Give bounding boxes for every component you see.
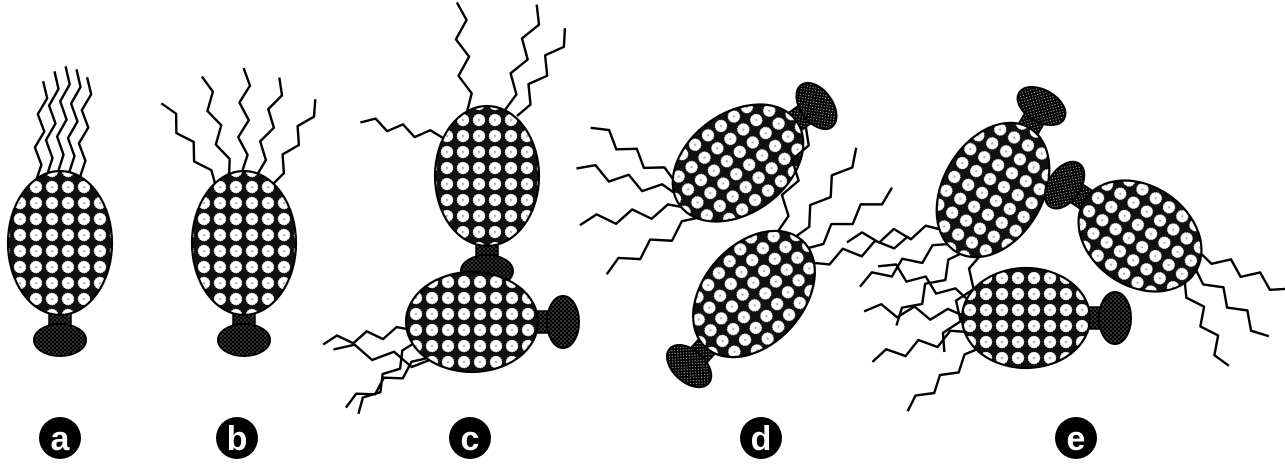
flagellum xyxy=(860,215,950,315)
panel-b-diagram xyxy=(161,68,315,356)
flagellum xyxy=(323,327,412,344)
flagellum xyxy=(591,106,675,203)
flagellum xyxy=(1159,281,1255,366)
panel-label-e-text: e xyxy=(1067,420,1086,458)
foot xyxy=(34,324,86,356)
panel-label-c-text: c xyxy=(461,420,480,458)
flagellum xyxy=(580,169,687,265)
flagellum xyxy=(908,348,980,411)
foot xyxy=(1099,292,1131,344)
panel-e-diagram xyxy=(823,42,1285,411)
foot xyxy=(547,296,579,348)
panel-label-b-text: b xyxy=(227,420,248,458)
cell-body xyxy=(406,272,538,372)
cell-body xyxy=(435,106,539,246)
flagellum xyxy=(238,68,250,172)
flagellum xyxy=(1198,236,1285,307)
flagellum xyxy=(517,28,565,116)
panel-c-diagram xyxy=(323,2,579,413)
cell xyxy=(161,68,315,356)
panel-label-d: d xyxy=(740,417,782,459)
panel-label-e: e xyxy=(1055,417,1097,459)
flagellum xyxy=(505,5,539,110)
panel-label-a-text: a xyxy=(51,420,71,458)
flagellum xyxy=(257,78,282,176)
panel-label-a: a xyxy=(39,417,81,459)
flagellum xyxy=(873,331,969,362)
flagellum xyxy=(456,2,472,112)
cell xyxy=(323,272,579,414)
cell-body xyxy=(962,268,1090,368)
cell xyxy=(8,66,112,356)
cell-body xyxy=(192,171,296,315)
foot xyxy=(218,324,270,356)
flagellum xyxy=(812,200,908,299)
flagellum xyxy=(35,81,47,181)
panel-a-diagram xyxy=(8,66,112,356)
panel-label-d-text: d xyxy=(751,420,772,458)
flagellum xyxy=(202,77,230,177)
cell xyxy=(360,2,565,287)
flagellum xyxy=(161,103,216,187)
cell xyxy=(864,265,1131,412)
flagellum xyxy=(46,71,59,175)
flagellum xyxy=(272,99,315,185)
panel-label-b: b xyxy=(216,417,258,459)
flagellum xyxy=(864,304,964,320)
flagellum xyxy=(360,119,443,138)
flagellum xyxy=(79,77,91,177)
flagellum xyxy=(57,66,70,172)
panel-d-diagram xyxy=(532,3,929,428)
panel-label-c: c xyxy=(449,417,491,459)
cell-body xyxy=(8,171,112,315)
